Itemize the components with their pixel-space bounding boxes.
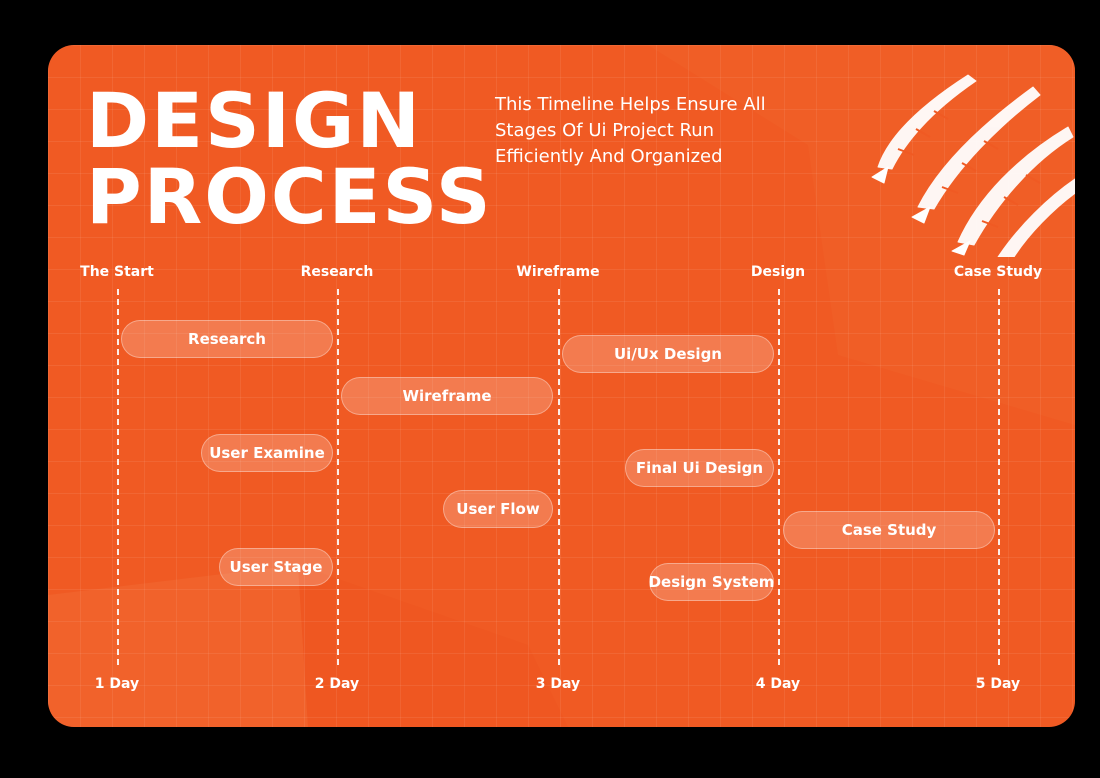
stage-label-research: Research (300, 264, 374, 280)
background-grid (48, 45, 1075, 727)
page-title: DESIGN PROCESS (86, 83, 493, 235)
stage-label-design: Design (750, 264, 806, 280)
background-shapes (48, 45, 1075, 727)
stage-label-start: The Start (80, 264, 154, 280)
task-final-ui-design[interactable]: Final Ui Design (625, 449, 774, 487)
timeline-divider-5 (998, 289, 1000, 665)
timeline-divider-4 (778, 289, 780, 665)
day-label-5: 5 Day (975, 676, 1021, 692)
day-label-4: 4 Day (755, 676, 801, 692)
design-process-card: DESIGN PROCESS This Timeline Helps Ensur… (48, 45, 1075, 727)
task-user-examine[interactable]: User Examine (201, 434, 333, 472)
title-line-1: DESIGN (86, 76, 423, 165)
task-research[interactable]: Research (121, 320, 333, 358)
task-design-system[interactable]: Design System (649, 563, 774, 601)
day-label-1: 1 Day (94, 676, 140, 692)
task-user-stage[interactable]: User Stage (219, 548, 333, 586)
task-user-flow[interactable]: User Flow (443, 490, 553, 528)
day-label-2: 2 Day (314, 676, 360, 692)
timeline-divider-2 (337, 289, 339, 665)
page-subtitle: This Timeline Helps Ensure All Stages Of… (495, 94, 766, 167)
task-wireframe[interactable]: Wireframe (341, 377, 553, 415)
claw-scratch-icon (871, 74, 1075, 257)
stage-label-case-study: Case Study (953, 264, 1043, 280)
day-label-3: 3 Day (535, 676, 581, 692)
task-case-study[interactable]: Case Study (783, 511, 995, 549)
timeline-divider-1 (117, 289, 119, 665)
title-line-2: PROCESS (86, 152, 493, 241)
stage-label-wireframe: Wireframe (516, 264, 600, 280)
task-ui-ux-design[interactable]: Ui/Ux Design (562, 335, 774, 373)
timeline-divider-3 (558, 289, 560, 665)
